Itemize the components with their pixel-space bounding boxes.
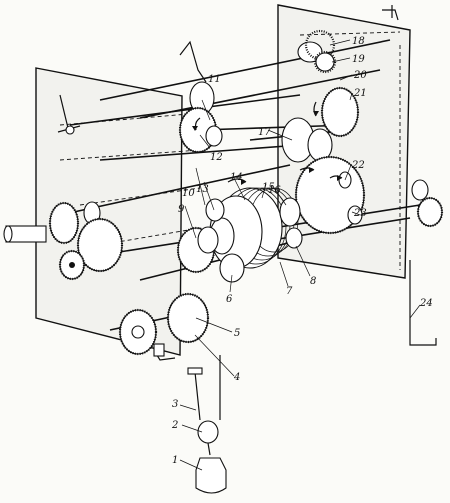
label-6: 6: [226, 294, 233, 305]
right-gear-and-hook: [409, 179, 444, 346]
escapement: [178, 40, 223, 154]
label-10: 10: [182, 188, 195, 199]
label-4: 4: [233, 372, 240, 383]
leader-lines: [179, 39, 421, 471]
upper-gear-train: [297, 5, 399, 138]
rotation-arrows: [192, 101, 343, 185]
label-20: 20: [353, 70, 367, 81]
weight-assembly: [187, 355, 227, 494]
label-21: 21: [353, 88, 367, 99]
label-8: 8: [310, 276, 316, 287]
label-3: 3: [172, 399, 178, 410]
label-7: 7: [286, 286, 293, 297]
main-shaft: [3, 201, 124, 281]
label-1: 1: [172, 455, 178, 466]
label-17: 17: [258, 127, 271, 138]
label-11: 11: [208, 74, 221, 85]
label-19: 19: [352, 54, 365, 65]
part-labels: 1 2 3 4 5 6 7 8 9 10 11 12 13 14 15 16 1…: [171, 36, 433, 466]
label-24: 24: [419, 298, 433, 309]
lower-gear-train: [118, 198, 245, 356]
barrel: [209, 187, 303, 269]
label-23: 23: [353, 208, 367, 219]
plate-foot-block: [153, 343, 165, 357]
label-12: 12: [210, 152, 223, 163]
regulator-lever: [57, 94, 81, 135]
label-2: 2: [171, 420, 178, 431]
label-14: 14: [230, 172, 243, 183]
hidden-shafts: [59, 31, 401, 270]
label-22: 22: [351, 160, 365, 171]
label-18: 18: [352, 36, 365, 47]
label-13: 13: [196, 184, 209, 195]
middle-gear-train: [281, 117, 366, 235]
label-9: 9: [178, 204, 185, 215]
label-5: 5: [234, 328, 240, 339]
label-16: 16: [268, 185, 281, 196]
label-15: 15: [262, 182, 275, 193]
